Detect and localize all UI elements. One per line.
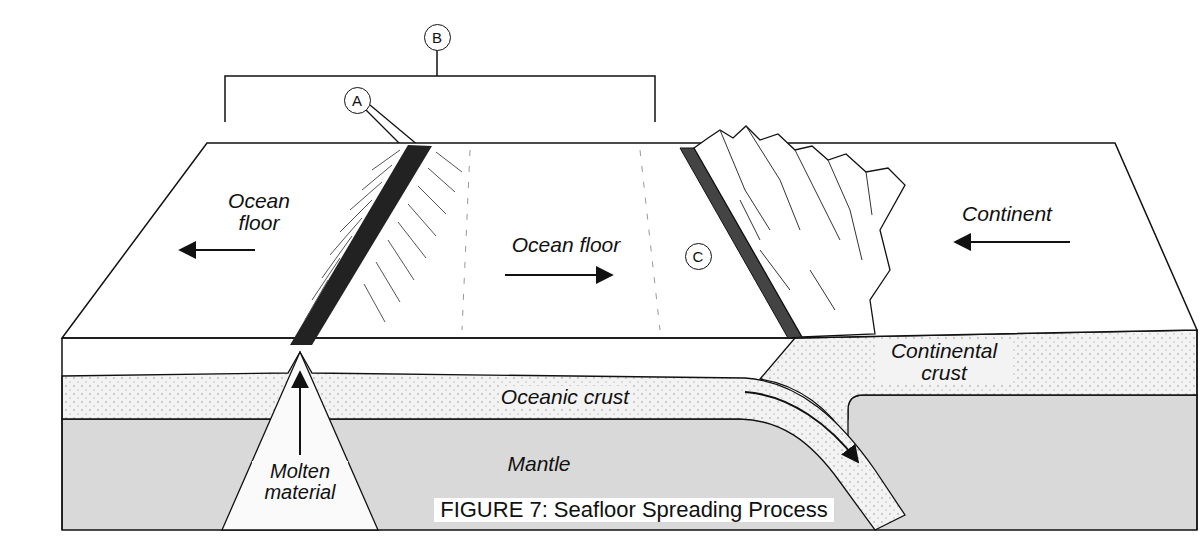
callout-letter: C [693,249,704,264]
plate-label: Ocean floor [214,190,304,234]
callout-letter: A [352,93,362,108]
mid-ocean-ridge [290,145,432,345]
layer-label: Molten material [252,461,348,503]
layer-label: Oceanic crust [499,386,631,408]
layer-label: Continental crust [877,340,1012,384]
motion-arrow [505,274,612,276]
callout-circle: A [344,87,371,114]
plate-label: Continent [960,203,1054,225]
ridge-flank [305,150,400,320]
ridge-flank [364,152,462,322]
motion-arrow [180,249,255,251]
mountain-ridges [720,126,872,310]
subduction-arrow [745,392,858,462]
surface-texture [462,150,660,330]
molten-wedge [222,352,378,530]
upwelling-arrow [299,372,301,455]
mountain-range [694,126,905,337]
motion-arrow [955,241,1070,243]
callout-circle: C [685,243,712,270]
bracket-stem [436,50,438,76]
oceanic-crust [62,352,905,530]
callout-circle: B [424,24,451,51]
callout-letter: B [432,30,442,45]
plate-label: Ocean floor [510,234,623,256]
top-surface [62,143,1197,338]
layer-label: Mantle [505,453,572,475]
front-edge [62,337,795,339]
bracket [225,76,655,122]
block-edge [62,330,1197,530]
figure-caption: FIGURE 7: Seafloor Spreading Process [434,498,834,522]
